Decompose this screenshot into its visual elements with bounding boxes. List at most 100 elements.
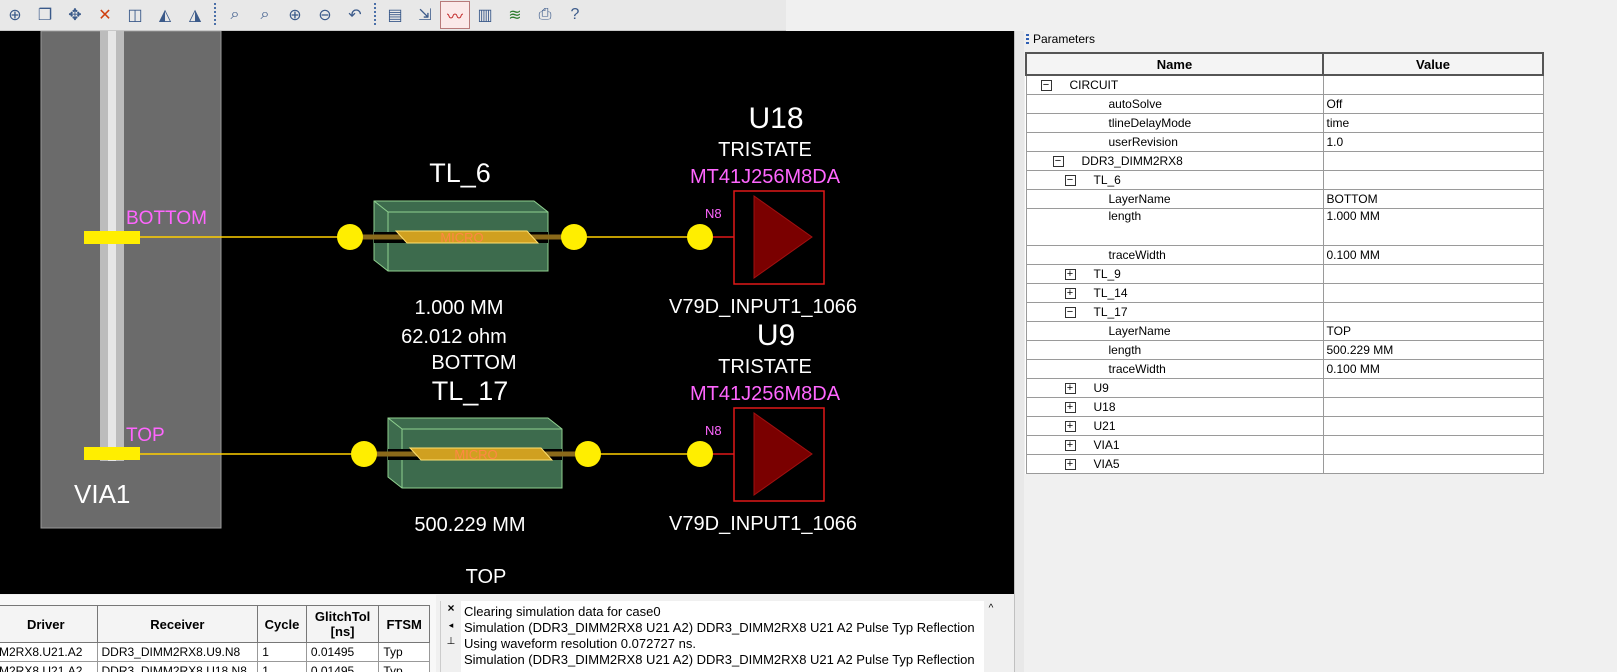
buffer-u18[interactable] xyxy=(733,190,825,285)
expand-icon[interactable]: + xyxy=(1064,459,1076,471)
param-value[interactable] xyxy=(1322,454,1544,474)
param-value[interactable] xyxy=(1322,283,1544,303)
param-value[interactable]: 0.100 MM xyxy=(1322,245,1544,265)
pin-icon[interactable]: ⊥ xyxy=(446,636,456,647)
arrow-left-icon[interactable]: ◂ xyxy=(448,620,454,630)
tline-tl6[interactable] xyxy=(350,200,574,272)
expand-icon[interactable]: + xyxy=(1064,402,1076,414)
tline-tl17[interactable] xyxy=(364,417,588,489)
param-value[interactable]: BOTTOM xyxy=(1322,189,1544,209)
grip-icon[interactable] xyxy=(1026,34,1029,44)
via-body[interactable] xyxy=(40,31,222,529)
receiver-u18-pin-node[interactable] xyxy=(687,224,713,250)
collapse-icon[interactable]: − xyxy=(1064,307,1076,319)
collapse-icon[interactable]: − xyxy=(1040,80,1052,92)
expand-icon[interactable]: + xyxy=(1064,383,1076,395)
chevron-up-icon[interactable]: ^ xyxy=(988,603,994,614)
buffer-u9[interactable] xyxy=(733,407,825,502)
collapse-icon[interactable]: − xyxy=(1052,156,1064,168)
column-header-cycle[interactable]: Cycle xyxy=(257,605,307,643)
via-pad-bottom[interactable] xyxy=(84,231,140,244)
column-header-receiver[interactable]: Receiver xyxy=(96,605,259,643)
param-row[interactable]: +TL_14 xyxy=(1025,283,1544,303)
print-icon[interactable]: ⎙ xyxy=(538,6,552,23)
param-value[interactable]: 500.229 MM xyxy=(1322,340,1544,360)
node[interactable] xyxy=(561,224,587,250)
stack-icon[interactable]: ≋ xyxy=(508,7,522,24)
schematic-canvas[interactable]: VIA1 BOTTOM TOP TL_6 MICRO 1.000 MM 62.0… xyxy=(0,31,1014,594)
help-icon[interactable]: ? xyxy=(570,6,580,23)
param-row[interactable]: −CIRCUIT xyxy=(1025,74,1544,95)
column-header-ftsm[interactable]: FTSM xyxy=(378,605,430,643)
zoom-previous-icon[interactable]: ↶ xyxy=(348,7,362,24)
column-header-value[interactable]: Value xyxy=(1322,52,1544,76)
pane-splitter[interactable] xyxy=(1014,31,1025,672)
param-value[interactable] xyxy=(1322,74,1544,95)
zoom-fit-icon[interactable]: ⌕ xyxy=(230,6,240,23)
zoom-in-icon[interactable]: ⊕ xyxy=(288,7,302,24)
expand-icon[interactable]: + xyxy=(1064,421,1076,433)
delete-icon[interactable]: ✕ xyxy=(98,7,112,24)
node[interactable] xyxy=(337,224,363,250)
expand-icon[interactable]: + xyxy=(1064,288,1076,300)
param-row[interactable]: +VIA5 xyxy=(1025,454,1544,474)
param-value[interactable]: 1.0 xyxy=(1322,132,1544,152)
document-icon[interactable]: ▤ xyxy=(387,7,403,24)
param-row[interactable]: +U21 xyxy=(1025,416,1544,436)
param-value[interactable] xyxy=(1322,416,1544,436)
column-header-name[interactable]: Name xyxy=(1025,52,1324,76)
param-value[interactable]: 1.000 MM xyxy=(1322,208,1544,246)
console-scrollbar[interactable]: ^ xyxy=(984,601,998,672)
zoom-out-icon[interactable]: ⊖ xyxy=(318,7,332,24)
waveform-icon[interactable]: 〰 xyxy=(440,1,470,29)
param-row[interactable]: −TL_6 xyxy=(1025,170,1544,190)
param-row[interactable]: +VIA1 xyxy=(1025,435,1544,455)
param-value[interactable]: Off xyxy=(1322,94,1544,114)
collapse-icon[interactable]: − xyxy=(1064,175,1076,187)
node[interactable] xyxy=(575,441,601,467)
chart-edit-icon[interactable]: ◮ xyxy=(188,7,202,24)
param-value[interactable] xyxy=(1322,170,1544,190)
param-value[interactable]: TOP xyxy=(1322,321,1544,341)
expand-icon[interactable]: + xyxy=(1064,440,1076,452)
copy-icon[interactable]: ❐ xyxy=(37,7,53,24)
param-value[interactable] xyxy=(1322,264,1544,284)
chart-icon[interactable]: ◭ xyxy=(158,7,172,24)
table-row[interactable]: M2RX8.U21.A2 DDR3_DIMM2RX8.U18.N8 1 0.01… xyxy=(0,661,430,672)
param-row[interactable]: +U18 xyxy=(1025,397,1544,417)
zoom-area-icon[interactable]: ⌕ xyxy=(260,6,270,23)
move-icon[interactable]: ✥ xyxy=(68,7,82,24)
node[interactable] xyxy=(351,441,377,467)
param-value[interactable] xyxy=(1322,397,1544,417)
column-header-driver[interactable]: Driver xyxy=(0,605,98,643)
param-row[interactable]: −DDR3_DIMM2RX8 xyxy=(1025,151,1544,171)
param-value[interactable] xyxy=(1322,378,1544,398)
add-icon[interactable]: ⊕ xyxy=(8,7,22,24)
param-value[interactable] xyxy=(1322,435,1544,455)
expand-icon[interactable]: + xyxy=(1064,269,1076,281)
close-icon[interactable]: × xyxy=(447,601,455,615)
via-pad-top[interactable] xyxy=(84,447,140,460)
param-value[interactable]: 0.100 MM xyxy=(1322,359,1544,379)
param-row[interactable]: +TL_9 xyxy=(1025,264,1544,284)
param-row[interactable]: −TL_17 xyxy=(1025,302,1544,322)
receiver-u9-pin-node[interactable] xyxy=(687,441,713,467)
table-row[interactable]: M2RX8.U21.A2 DDR3_DIMM2RX8.U9.N8 1 0.014… xyxy=(0,642,430,662)
column-header-glitchtol[interactable]: GlitchTol [ns] xyxy=(305,605,380,643)
export-icon[interactable]: ⇲ xyxy=(418,7,432,24)
book-icon[interactable]: ▥ xyxy=(477,7,493,24)
split-icon[interactable]: ◫ xyxy=(127,7,143,24)
param-value[interactable] xyxy=(1322,302,1544,322)
param-value[interactable] xyxy=(1322,151,1544,171)
param-row[interactable]: +U9 xyxy=(1025,378,1544,398)
param-value[interactable]: time xyxy=(1322,113,1544,133)
